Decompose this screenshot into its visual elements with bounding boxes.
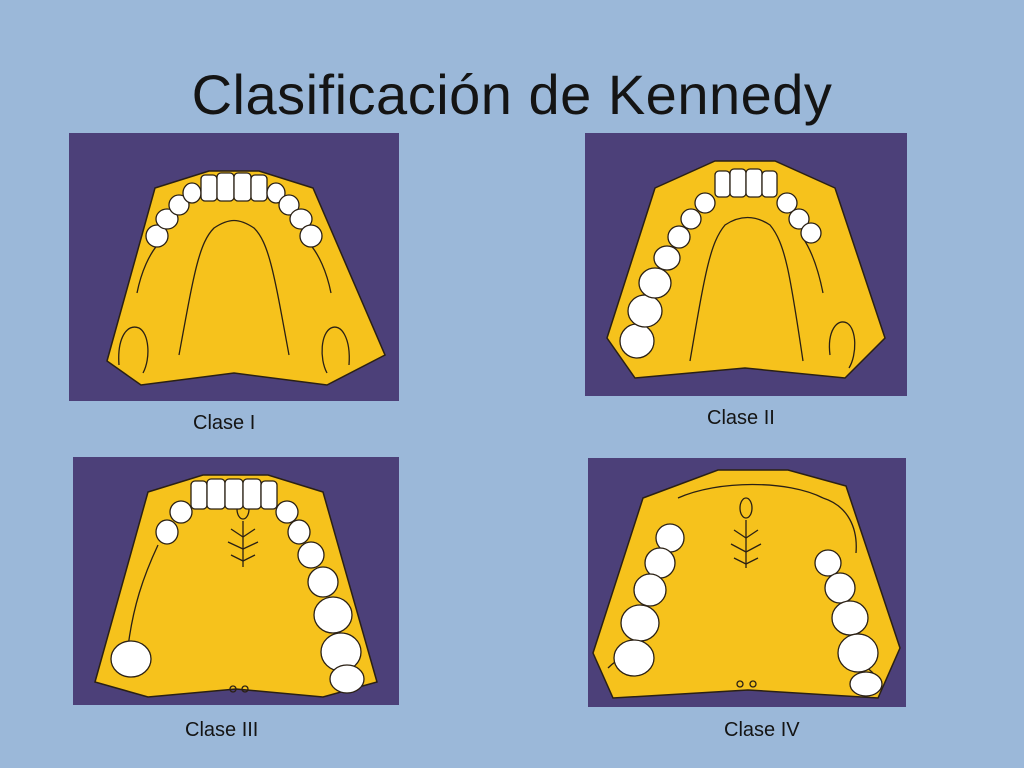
clase-iii-illustration xyxy=(73,457,399,705)
clase-i-arch-drawing xyxy=(106,170,386,386)
clase-iv-arch-drawing xyxy=(592,469,901,699)
clase-iii-caption: Clase III xyxy=(185,719,259,741)
clase-iii-arch-drawing xyxy=(94,474,378,698)
clase-iv-caption: Clase IV xyxy=(724,719,800,741)
clase-ii-caption: Clase II xyxy=(707,407,775,429)
clase-i-caption: Clase I xyxy=(193,412,256,434)
clase-ii-arch-drawing xyxy=(606,160,886,379)
clase-i-illustration xyxy=(69,133,399,401)
clase-iv-illustration xyxy=(588,458,906,707)
clase-ii-illustration xyxy=(585,133,907,396)
slide-title: Clasificación de Kennedy xyxy=(191,63,833,126)
